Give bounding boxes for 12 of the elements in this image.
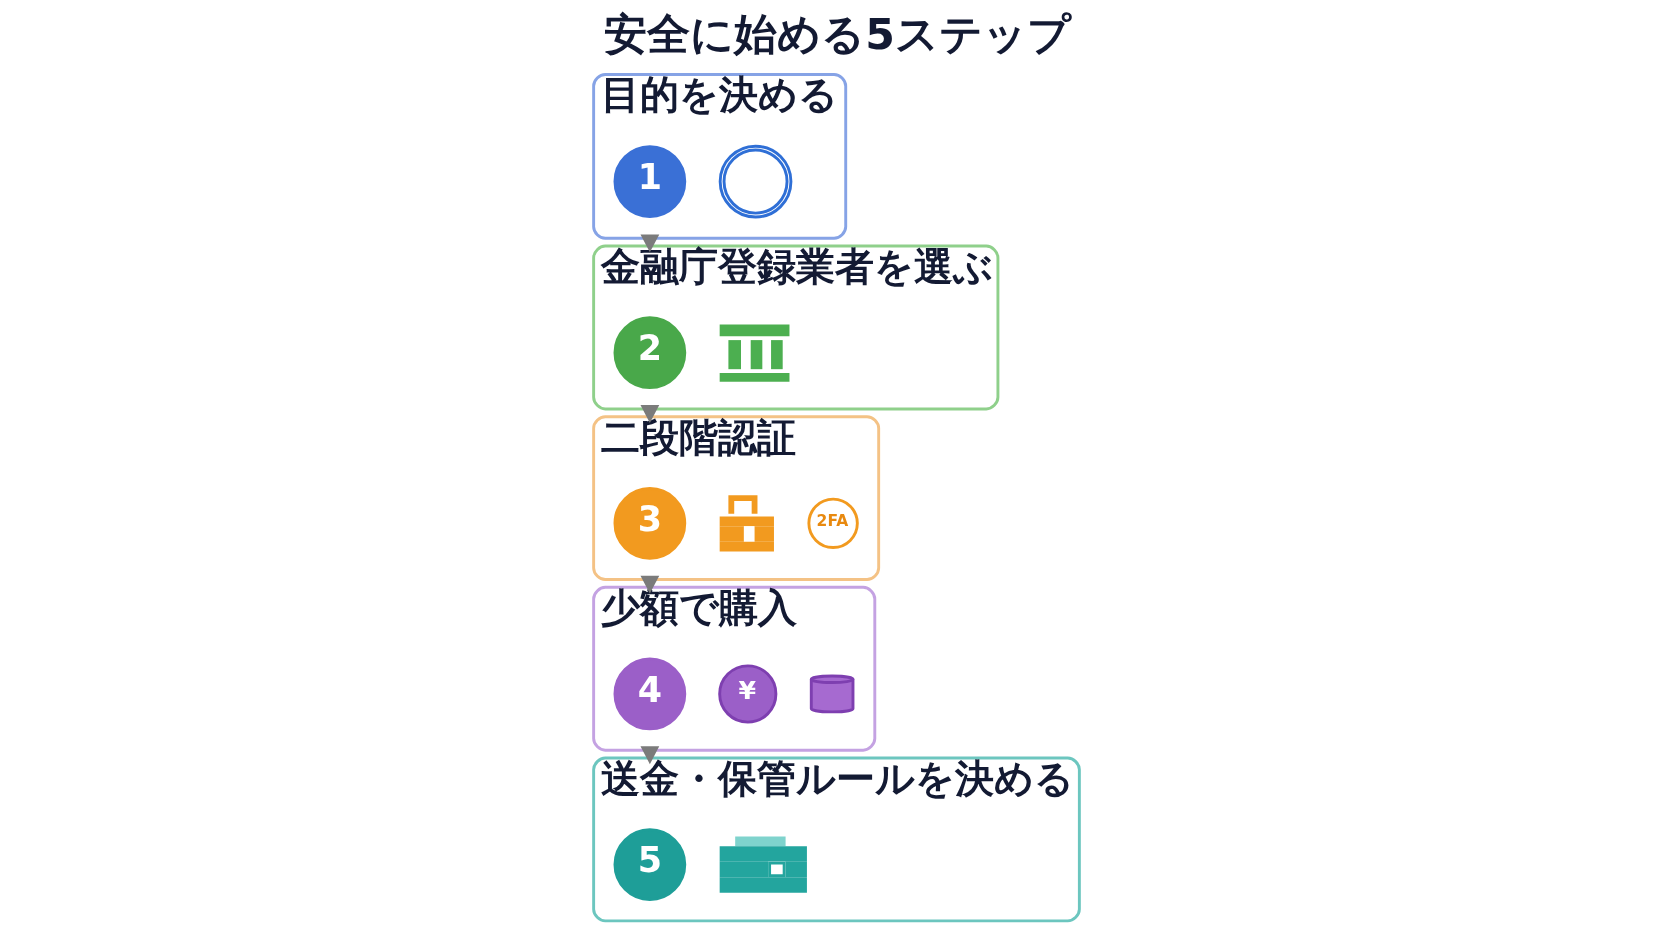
node-circle: 2 <box>613 316 686 390</box>
node-circle: 5 <box>613 828 686 901</box>
node-circle: ¥ <box>717 664 777 724</box>
node-picture <box>718 144 792 219</box>
node-circle: 1 <box>613 145 686 218</box>
arrow <box>639 575 659 594</box>
arrow <box>639 234 659 253</box>
arrow <box>639 746 659 765</box>
diagram-title: 安全に始める5ステップ <box>603 9 1071 60</box>
node-circle: 4 <box>613 657 686 731</box>
node-circle: 2FA <box>806 497 859 550</box>
node-circle: 3 <box>613 487 686 560</box>
